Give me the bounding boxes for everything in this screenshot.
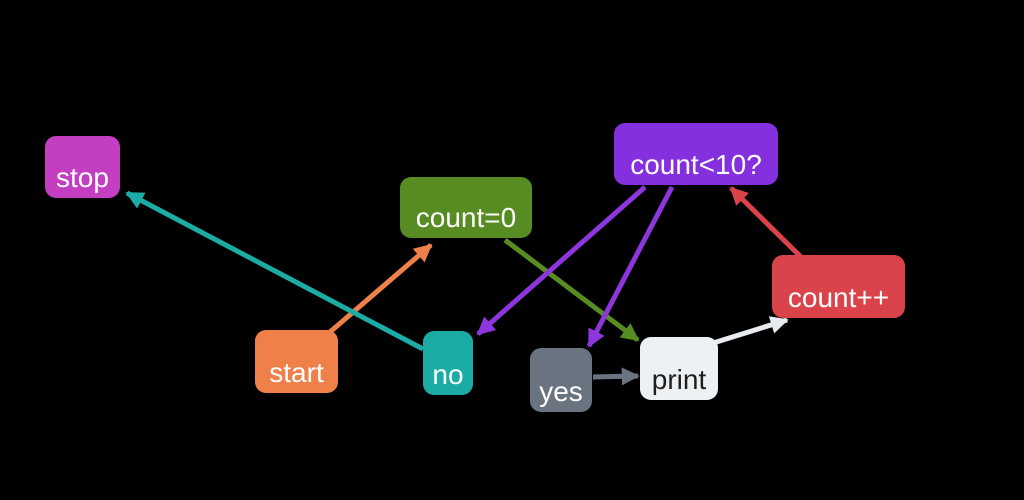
node-count-init[interactable]: count=0 [400, 177, 532, 238]
edge-print-inc [709, 316, 789, 347]
node-print-label: print [651, 363, 707, 395]
node-start[interactable]: start [255, 330, 338, 393]
node-no-label: no [432, 358, 464, 390]
edge-cond-yes [586, 185, 675, 348]
edge-yes-print [592, 367, 640, 386]
edge-no-stop [125, 190, 425, 352]
edge-inc-cond [729, 186, 803, 259]
node-yes[interactable]: yes [530, 348, 592, 412]
edge-cond-no [476, 185, 647, 336]
node-increment[interactable]: count++ [772, 255, 905, 318]
node-stop-label: stop [56, 161, 109, 193]
node-start-label: start [269, 356, 324, 388]
node-count-init-label: count=0 [415, 201, 517, 233]
edge-count0-print [503, 238, 640, 342]
node-no[interactable]: no [423, 331, 473, 395]
edge-start-count0 [328, 243, 433, 334]
node-stop[interactable]: stop [45, 136, 120, 198]
node-condition[interactable]: count<10? [614, 123, 778, 185]
node-print[interactable]: print [640, 337, 718, 400]
node-increment-label: count++ [787, 281, 890, 313]
node-condition-label: count<10? [630, 148, 762, 180]
node-yes-label: yes [539, 375, 583, 407]
